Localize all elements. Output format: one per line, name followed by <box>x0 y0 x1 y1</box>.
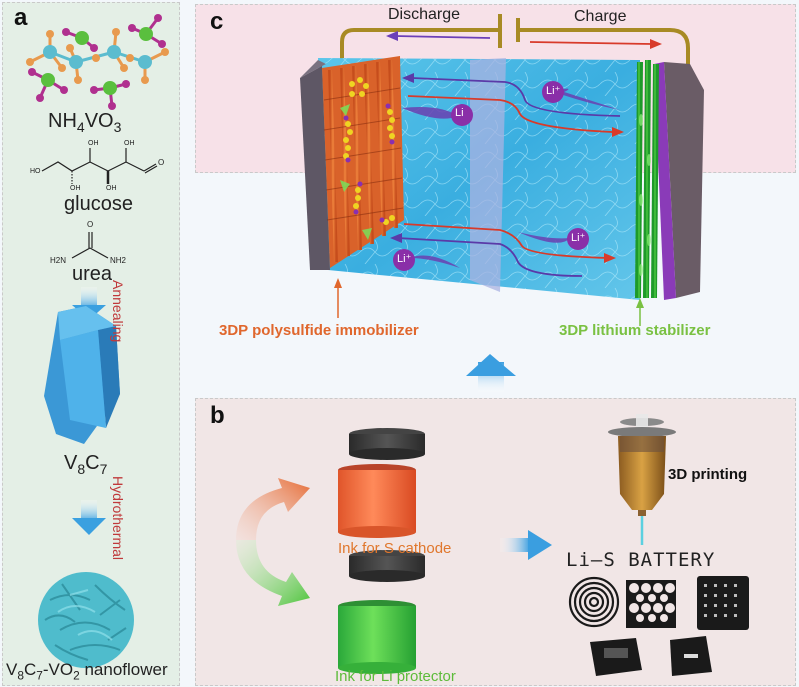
li-ion-top-right <box>542 81 620 110</box>
glucose-oh-label: OH <box>124 140 135 147</box>
li-ion-bottom-left <box>393 249 460 271</box>
urea-structure <box>71 232 109 259</box>
panel-c-graphics <box>300 14 704 392</box>
s-cathode-ink-label: Ink for S cathode <box>338 540 452 557</box>
flow-arrow-ink-to-printing <box>500 530 552 560</box>
v8c7-label: V8C7 <box>64 452 108 477</box>
anode-3dp-lithium-stabilizer <box>635 59 659 299</box>
discharge-label: Discharge <box>388 6 461 23</box>
printed-lattice-sample <box>626 580 676 628</box>
li-protector-ink-label: Ink for Li protector <box>335 668 456 685</box>
printed-box-sample-left <box>590 638 642 676</box>
nh4vo3-label: NH4VO3 <box>48 110 122 135</box>
glucose-oh-label: OH <box>106 185 117 192</box>
curved-arrow-orange <box>236 478 310 540</box>
glucose-structure <box>41 148 158 184</box>
glucose-label: glucose <box>64 193 133 215</box>
syringe-icon <box>608 414 676 545</box>
3d-printing-label: 3D printing <box>668 466 748 483</box>
anode-pointer-arrow <box>636 298 644 326</box>
urea-nh2-label: NH2 <box>110 256 127 265</box>
li-protector-ink-jar <box>338 550 425 674</box>
glucose-aldehyde-o: O <box>158 158 165 167</box>
nanoflower-label: V8C7-VO2 nanoflower <box>6 660 168 683</box>
curved-arrow-green <box>236 540 310 606</box>
annealing-label: Annealing <box>110 280 126 343</box>
glucose-oh-label: OH <box>70 185 81 192</box>
nh4vo3-molecule-model <box>26 14 169 110</box>
li-s-battery-label: Li–S BATTERY <box>566 549 716 571</box>
cathode-label: 3DP polysulfide immobilizer <box>219 322 419 339</box>
s-cathode-ink-jar <box>338 428 425 538</box>
hydrothermal-label: Hydrothermal <box>110 476 126 561</box>
ion-path-purple-top <box>411 77 621 117</box>
panel-c-label: c <box>210 8 224 35</box>
anode-label: 3DP lithium stabilizer <box>559 322 711 339</box>
flow-arrow-b-to-c <box>466 354 516 392</box>
v8c7-vo2-nanoflower <box>38 572 134 668</box>
cathode-pointer-arrow <box>334 278 342 318</box>
charge-arrow <box>529 39 662 49</box>
panel-b-label: b <box>210 402 225 429</box>
separator <box>470 58 506 292</box>
external-circuit-wire <box>340 14 690 72</box>
urea-h2n-label: H2N <box>50 256 67 265</box>
glucose-ho-label: HO <box>30 168 41 175</box>
glucose-oh-label: OH <box>88 140 99 147</box>
charge-label: Charge <box>574 8 627 25</box>
urea-label: urea <box>72 263 113 285</box>
panel-a-label: a <box>14 4 28 31</box>
v8c7-crystal <box>44 306 120 444</box>
li-ion-label: Li <box>455 107 464 119</box>
urea-o-label: O <box>87 220 94 229</box>
printed-spiral-sample <box>568 576 620 628</box>
ion-path-red-bottom <box>403 223 611 259</box>
cathode-3dp-lattice <box>322 56 404 268</box>
li-ion-bottom-right <box>518 228 589 250</box>
li-ion-label: Li⁺ <box>571 232 586 244</box>
printed-box-sample-right <box>670 636 712 676</box>
hydrothermal-arrow <box>72 500 106 535</box>
ion-path-red-top <box>407 95 613 133</box>
li-ion-label: Li⁺ <box>546 85 561 97</box>
printed-grid-sample <box>697 576 749 630</box>
li-ion-top-left <box>402 104 473 126</box>
cathode-current-collector <box>300 66 330 270</box>
lithium-metal-layer <box>654 62 676 300</box>
anode-current-collector <box>664 62 704 298</box>
li-ion-label: Li⁺ <box>397 253 412 265</box>
ion-path-purple-bottom <box>397 237 583 277</box>
discharge-arrow <box>386 31 491 41</box>
panel-a-graphics <box>26 14 169 668</box>
